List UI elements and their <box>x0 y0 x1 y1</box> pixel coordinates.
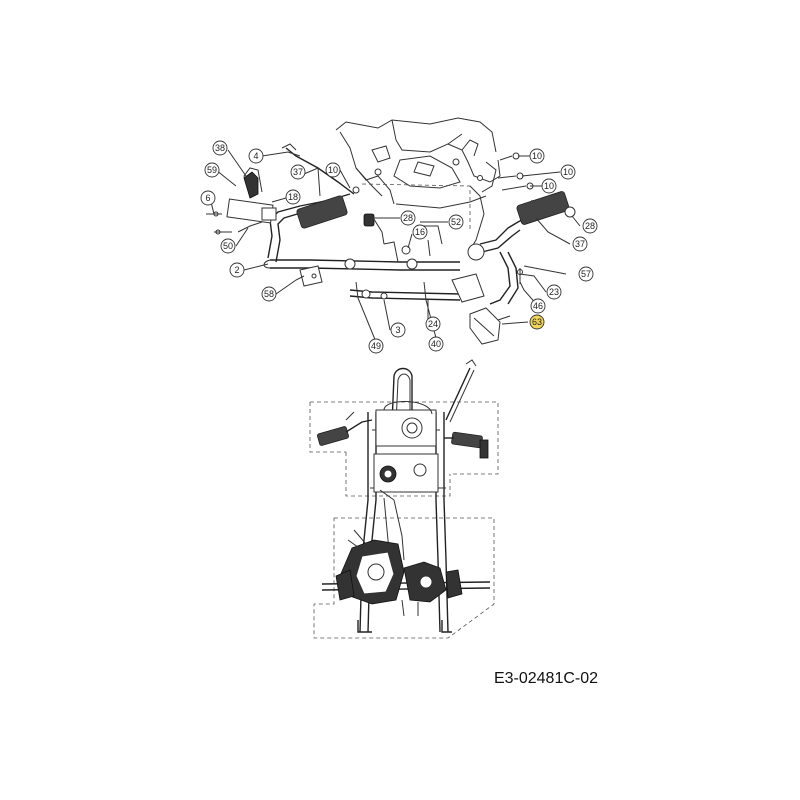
cross-shaft <box>263 215 461 301</box>
callout-label: 63 <box>532 317 542 327</box>
callout-2: 2 <box>229 262 245 278</box>
callout-6: 6 <box>200 190 216 206</box>
callout-circle <box>428 336 444 352</box>
callout-57: 57 <box>578 266 594 282</box>
callout-circle <box>285 189 301 205</box>
callout-label: 28 <box>585 221 595 231</box>
callout-label: 23 <box>549 287 559 297</box>
callout-circle <box>582 218 598 234</box>
leader-lines <box>209 149 581 343</box>
callout-63: 63 <box>529 314 545 330</box>
callout-circle <box>325 162 341 178</box>
callout-circle <box>529 148 545 164</box>
callout-label: 28 <box>403 213 413 223</box>
callout-circle <box>425 316 441 332</box>
callout-label: 10 <box>532 151 542 161</box>
callout-circle <box>546 284 562 300</box>
callout-38: 38 <box>212 140 228 156</box>
callout-circle <box>560 164 576 180</box>
callout-label: 10 <box>544 181 554 191</box>
callout-label: 58 <box>264 289 274 299</box>
callout-label: 40 <box>431 339 441 349</box>
callout-label: 37 <box>293 167 303 177</box>
callout-label: 10 <box>563 167 573 177</box>
callout-10: 10 <box>325 162 341 178</box>
callout-37: 37 <box>572 236 588 252</box>
callout-circle <box>541 178 557 194</box>
callout-10: 10 <box>560 164 576 180</box>
callout-28: 28 <box>582 218 598 234</box>
callout-label: 49 <box>371 341 381 351</box>
callout-circle <box>530 298 546 314</box>
part-reference-number: E3-02481C-02 <box>494 670 598 687</box>
transaxle <box>321 529 491 617</box>
callout-16: 16 <box>412 224 428 240</box>
callout-label: 52 <box>451 217 461 227</box>
callout-37: 37 <box>290 164 306 180</box>
left-pedal-assembly <box>206 143 375 263</box>
callout-circle <box>400 210 416 226</box>
callout-23: 23 <box>546 284 562 300</box>
callout-59: 59 <box>204 162 220 178</box>
callout-circle <box>261 286 277 302</box>
callout-label: 38 <box>215 143 225 153</box>
callout-circle <box>220 238 236 254</box>
callout-circle <box>204 162 220 178</box>
callout-52: 52 <box>448 214 464 230</box>
callout-4: 4 <box>248 148 264 164</box>
callout-label: 6 <box>205 193 210 203</box>
callout-49: 49 <box>368 338 384 354</box>
exploded-view <box>206 117 581 345</box>
callout-label: 2 <box>234 265 239 275</box>
callout-28: 28 <box>400 210 416 226</box>
callout-24: 24 <box>425 316 441 332</box>
callout-10: 10 <box>529 148 545 164</box>
callout-label: 10 <box>328 165 338 175</box>
callout-label: 4 <box>253 151 258 161</box>
callout-label: 59 <box>207 165 217 175</box>
callout-circle <box>248 148 264 164</box>
callout-circle <box>390 322 406 338</box>
callout-label: 50 <box>223 241 233 251</box>
callout-18: 18 <box>285 189 301 205</box>
overview-view <box>309 359 499 639</box>
callout-label: 37 <box>575 239 585 249</box>
frame-top <box>335 117 501 251</box>
callout-40: 40 <box>428 336 444 352</box>
callout-label: 3 <box>395 325 400 335</box>
callout-label: 57 <box>581 269 591 279</box>
callout-circle <box>572 236 588 252</box>
callout-3: 3 <box>390 322 406 338</box>
callout-circle <box>229 262 245 278</box>
callout-label: 18 <box>288 192 298 202</box>
callout-10: 10 <box>541 178 557 194</box>
callout-circle <box>200 190 216 206</box>
callout-circle <box>368 338 384 354</box>
callout-circle <box>290 164 306 180</box>
callout-circle <box>578 266 594 282</box>
callout-58: 58 <box>261 286 277 302</box>
right-pedal-assembly <box>451 152 576 345</box>
callout-circle <box>448 214 464 230</box>
callout-circle <box>212 140 228 156</box>
callout-circle <box>529 314 545 330</box>
callout-46: 46 <box>530 298 546 314</box>
callout-50: 50 <box>220 238 236 254</box>
callout-circle <box>412 224 428 240</box>
callout-label: 24 <box>428 319 438 329</box>
callout-label: 16 <box>415 227 425 237</box>
callout-label: 46 <box>533 301 543 311</box>
